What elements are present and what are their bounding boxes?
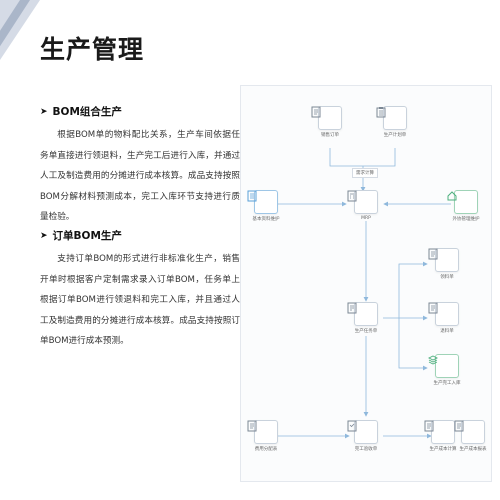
page-title: 生产管理 — [40, 35, 145, 64]
node-sales-order: 销售订单 — [310, 106, 350, 138]
connector-task-to-pick — [383, 261, 428, 319]
flow-connectors — [276, 148, 451, 439]
layers-icon — [427, 354, 459, 378]
section-heading-text: 订单BOM生产 — [52, 230, 122, 242]
section-heading-text: BOM组合生产 — [52, 106, 122, 118]
node-completion-check: 完工验收单 — [346, 420, 386, 452]
section-heading: ➤ BOM组合生产 — [40, 104, 240, 119]
node-mrp: MRP — [346, 190, 386, 221]
document-icon — [424, 420, 455, 444]
node-outsource: 外协管理维护 — [446, 190, 486, 222]
node-inbound: 生产完工入库 — [427, 354, 467, 386]
document-icon — [454, 420, 485, 444]
document-icon — [311, 106, 342, 130]
checklist-icon — [347, 420, 378, 444]
chevron-right-icon: ➤ — [40, 230, 48, 241]
production-flow-diagram: 销售订单 生产计划单 需求计算 基本资料维护 MRP 外协管理维护 领料单 生产… — [240, 85, 492, 482]
node-basic-settings: 基本资料维护 — [246, 190, 286, 222]
document-icon — [428, 248, 459, 272]
node-task: 生产任务单 — [346, 302, 386, 334]
node-cost-report: 生产成本报表 — [453, 420, 493, 452]
home-icon — [447, 190, 478, 214]
node-production-plan: 生产计划单 — [375, 106, 415, 138]
node-cost-allocation: 费用分配表 — [246, 420, 286, 452]
connector-task-to-inbound — [398, 318, 428, 371]
document-icon — [428, 302, 459, 326]
node-return: 退料单 — [427, 302, 467, 334]
edge-label-demand-calc: 需求计算 — [352, 168, 378, 178]
section-heading: ➤ 订单BOM生产 — [40, 228, 240, 243]
receipt-icon — [247, 420, 278, 444]
section-body: 根据BOM单的物料配比关系，生产车间依据任务单直接进行领退料，生产完工后进行入库… — [40, 130, 240, 222]
list-icon — [247, 190, 278, 214]
connector-top — [329, 148, 396, 167]
task-document-icon — [347, 302, 378, 326]
chevron-right-icon: ➤ — [40, 106, 48, 117]
section-order-bom: ➤ 订单BOM生产 支持订单BOM的形式进行非标准化生产，销售开单时根据客户定制… — [40, 228, 240, 352]
calculator-icon — [347, 190, 378, 214]
node-cost-calc: 生产成本计算 — [423, 420, 463, 452]
section-body: 支持订单BOM的形式进行非标准化生产，销售开单时根据客户定制需求录入订单BOM，… — [40, 254, 240, 346]
clipboard-icon — [376, 106, 407, 130]
section-bom-combo: ➤ BOM组合生产 根据BOM单的物料配比关系，生产车间依据任务单直接进行领退料… — [40, 104, 240, 228]
node-pick: 领料单 — [427, 248, 467, 280]
